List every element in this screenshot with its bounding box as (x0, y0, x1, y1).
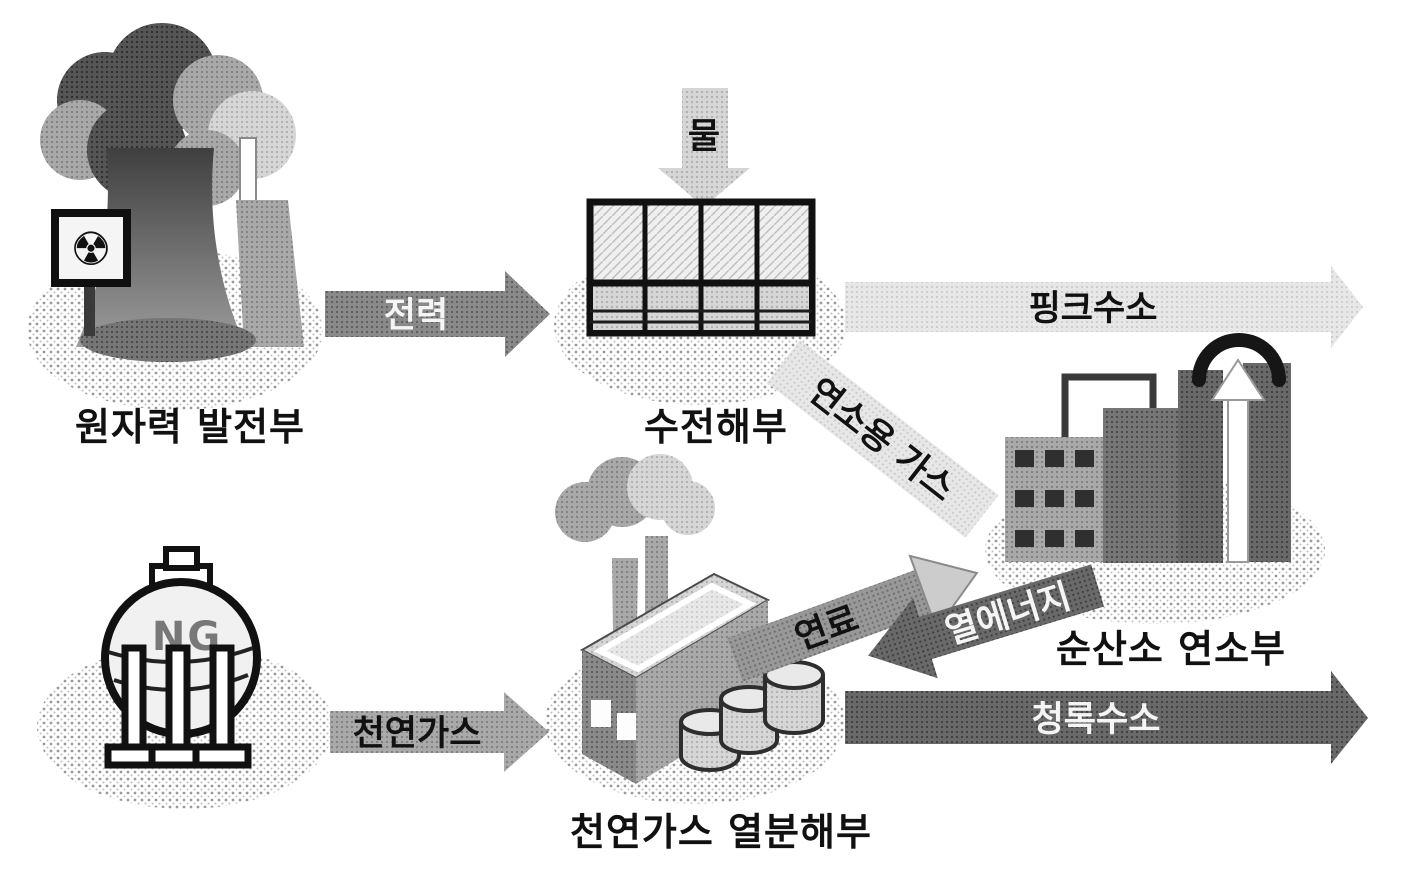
natural-gas-arrow: 천연가스 (330, 692, 549, 772)
turquoise-hydrogen-label: 청록수소 (1032, 700, 1161, 740)
combustion-gas-label: 연소용 가스 (801, 371, 962, 509)
power-arrow: 전력 (325, 271, 550, 357)
water-arrow: 물 (658, 88, 750, 207)
ng-tank-illustration: NG (37, 546, 333, 809)
power-arrow-label: 전력 (384, 296, 448, 336)
electrolyzer-stack (586, 198, 816, 337)
pink-hydrogen-arrow: 핑크수소 (845, 266, 1363, 348)
smoke-cloud (661, 481, 715, 535)
factory-chimney (612, 558, 638, 632)
fuel-arrow-label: 연료 (790, 599, 864, 659)
oxy-combustor-label: 순산소 연소부 (1056, 627, 1286, 671)
combustor-tower (1178, 370, 1223, 562)
radiation-sign-post (84, 282, 95, 336)
pink-hydrogen-label: 핑크수소 (1029, 289, 1158, 329)
water-arrow-label: 물 (688, 117, 720, 157)
tank-legs (104, 644, 252, 769)
storage-barrels (679, 660, 825, 772)
white-stack (239, 137, 257, 209)
plant-mound (80, 318, 256, 362)
stack-up-arrow (1210, 358, 1266, 563)
radiation-sign (51, 209, 131, 287)
cooling-tower (76, 148, 246, 347)
combustor-building-left (1005, 437, 1103, 562)
nuclear-plant-label: 원자력 발전부 (75, 405, 305, 449)
tank-cap-top (163, 546, 200, 571)
nuclear-plant-illustration: ☢ (27, 23, 323, 410)
pyrolyzer-label: 천연가스 열분해부 (570, 810, 872, 854)
natural-gas-label: 천연가스 (353, 714, 482, 754)
cooling-tower-secondary (236, 200, 304, 347)
combustion-gas-band: 연소용 가스 (766, 340, 999, 538)
factory-chimney (645, 536, 668, 614)
radiation-icon: ☢ (70, 222, 111, 276)
electrolyzer-illustration: 물 (554, 88, 846, 405)
pipe-arch (1192, 333, 1286, 387)
turquoise-hydrogen-arrow: 청록수소 (845, 671, 1368, 764)
pyrolyzer-illustration (545, 454, 845, 804)
electrolyzer-label: 수전해부 (644, 405, 788, 449)
